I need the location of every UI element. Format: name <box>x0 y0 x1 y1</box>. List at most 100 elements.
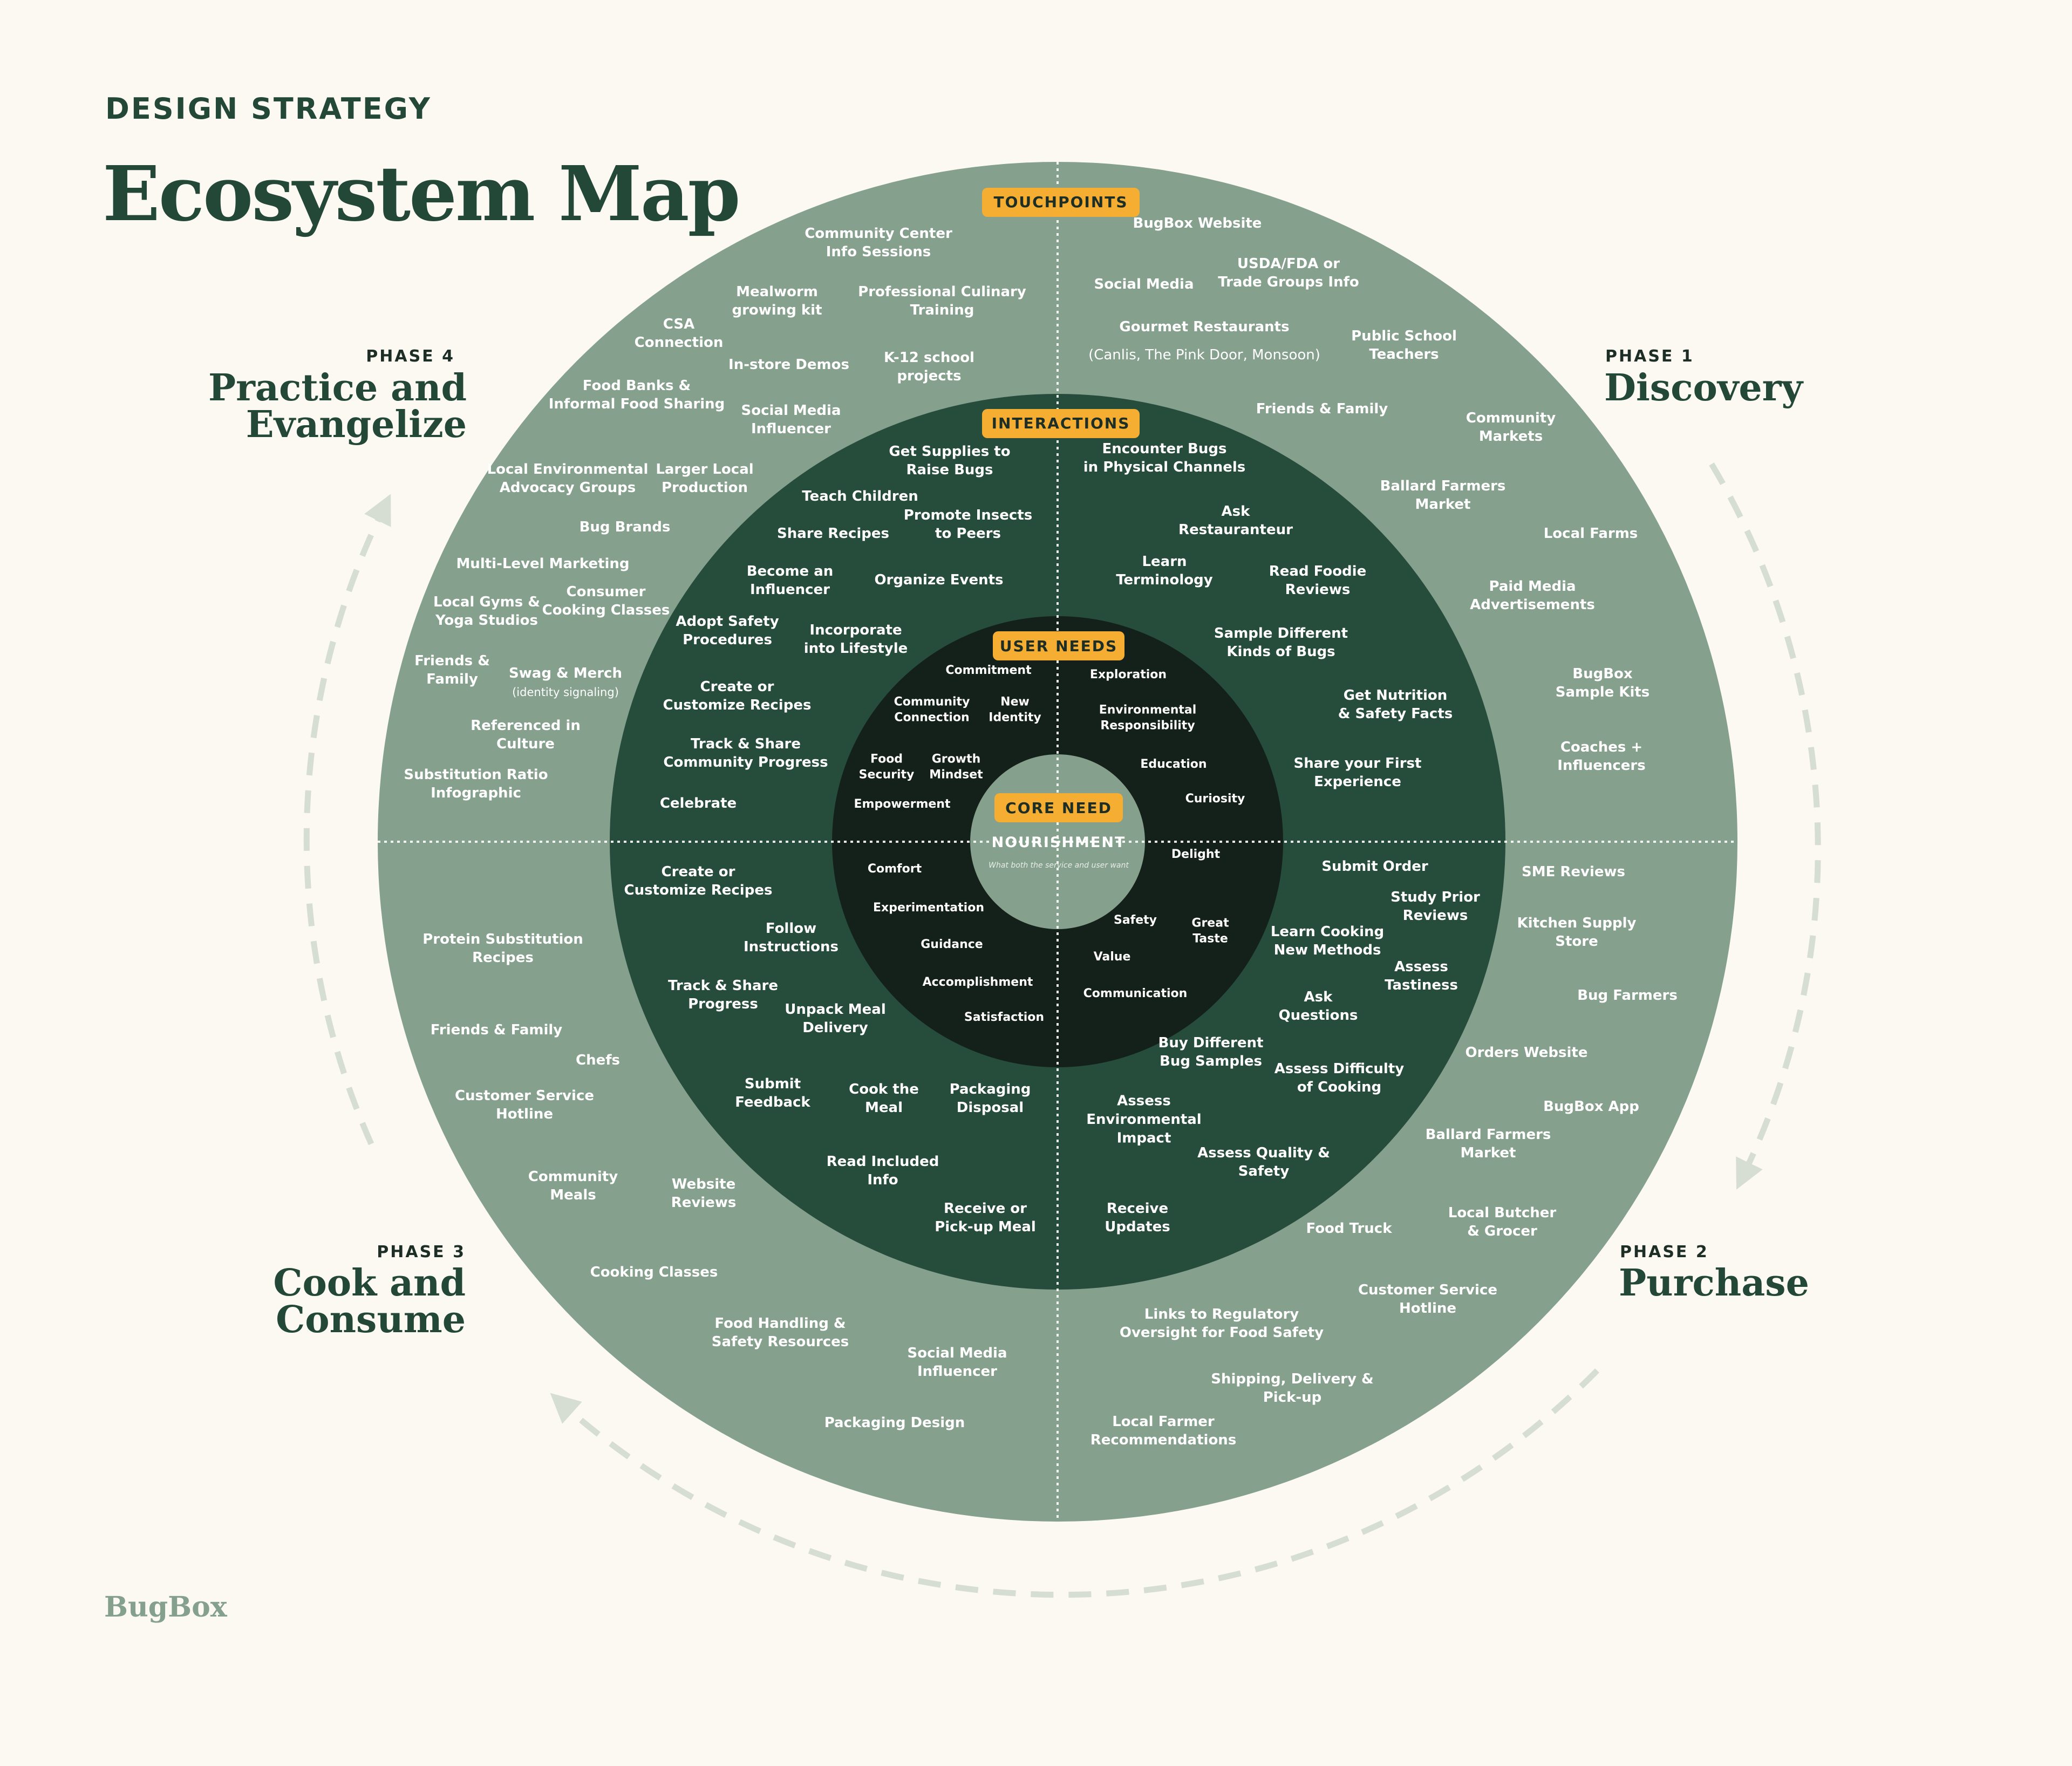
touchpoints-badge-label: TOUCHPOINTS <box>993 193 1128 211</box>
phase-4-name: Practice and Evangelize <box>208 366 467 446</box>
touchpoint-bug-farmers: Bug Farmers <box>1577 987 1678 1004</box>
touchpoint-food-banks-informal-food-sharing: Food Banks &Informal Food Sharing <box>549 378 725 412</box>
touchpoint-chefs: Chefs <box>576 1052 620 1068</box>
phase-2-label: PHASE 2 <box>1620 1243 1709 1262</box>
user-need-communication: Communication <box>1083 987 1188 1000</box>
touchpoint-friends-family: Friends &Family <box>414 653 490 687</box>
touchpoint-food-truck: Food Truck <box>1306 1220 1392 1237</box>
section-kicker: DESIGN STRATEGY <box>105 92 432 126</box>
touchpoint-local-butcher-grocer: Local Butcher& Grocer <box>1448 1205 1557 1239</box>
touchpoint-swag-merch: Swag & Merch <box>509 665 622 681</box>
touchpoint-shipping-delivery-pick-up: Shipping, Delivery &Pick-up <box>1211 1371 1373 1406</box>
user-need-satisfaction: Satisfaction <box>964 1011 1044 1024</box>
touchpoint-bugbox-app: BugBox App <box>1543 1099 1639 1115</box>
interactions-badge-label: INTERACTIONS <box>992 414 1130 432</box>
core-need-badge-label: CORE NEED <box>1005 799 1112 817</box>
touchpoint-sme-reviews: SME Reviews <box>1522 864 1625 880</box>
core-need-badge: CORE NEED <box>994 793 1123 822</box>
core-need-description: What both the service and user want <box>989 861 1129 870</box>
interaction-celebrate: Celebrate <box>660 795 737 812</box>
user-need-value: Value <box>1094 950 1131 964</box>
touchpoint-gourmet-restaurants: Gourmet Restaurants <box>1119 319 1289 335</box>
user-need-guidance: Guidance <box>921 938 983 951</box>
user-need-empowerment: Empowerment <box>854 797 951 811</box>
touchpoint-orders-website: Orders Website <box>1466 1045 1588 1061</box>
touchpoint-coaches-influencers: Coaches +Influencers <box>1557 739 1645 774</box>
user-need-experimentation: Experimentation <box>873 901 984 915</box>
touchpoint-bug-brands: Bug Brands <box>580 519 671 535</box>
touchpoint-canlis-the-pink-door-monsoon: (Canlis, The Pink Door, Monsoon) <box>1088 347 1320 363</box>
phase-3-name: Cook and Consume <box>273 1262 466 1341</box>
user-need-delight: Delight <box>1171 848 1221 861</box>
touchpoint-local-farms: Local Farms <box>1544 526 1638 542</box>
touchpoint-bugbox-website: BugBox Website <box>1133 215 1262 231</box>
phase-3-label: PHASE 3 <box>377 1243 466 1262</box>
interactions-badge: INTERACTIONS <box>982 409 1140 438</box>
touchpoint-local-gyms-yoga-studios: Local Gyms &Yoga Studios <box>433 594 540 629</box>
user-needs-badge: USER NEEDS <box>993 631 1124 660</box>
touchpoint-food-handling-safety-resources: Food Handling &Safety Resources <box>712 1315 849 1350</box>
user-need-education: Education <box>1140 758 1207 771</box>
arrow-cook-to-practice <box>303 494 391 1145</box>
interaction-teach-children: Teach Children <box>802 488 918 504</box>
touchpoint-friends-family: Friends & Family <box>1256 401 1388 417</box>
user-need-exploration: Exploration <box>1090 668 1167 681</box>
touchpoint-cooking-classes: Cooking Classes <box>590 1264 718 1280</box>
core-need-label: NOURISHMENT <box>992 834 1126 851</box>
phase-arrows <box>303 462 1821 1598</box>
touchpoint-friends-family: Friends & Family <box>431 1022 563 1038</box>
user-need-commitment: Commitment <box>945 664 1032 677</box>
interaction-share-recipes: Share Recipes <box>777 526 889 542</box>
touchpoint-social-media: Social Media <box>1094 276 1194 292</box>
